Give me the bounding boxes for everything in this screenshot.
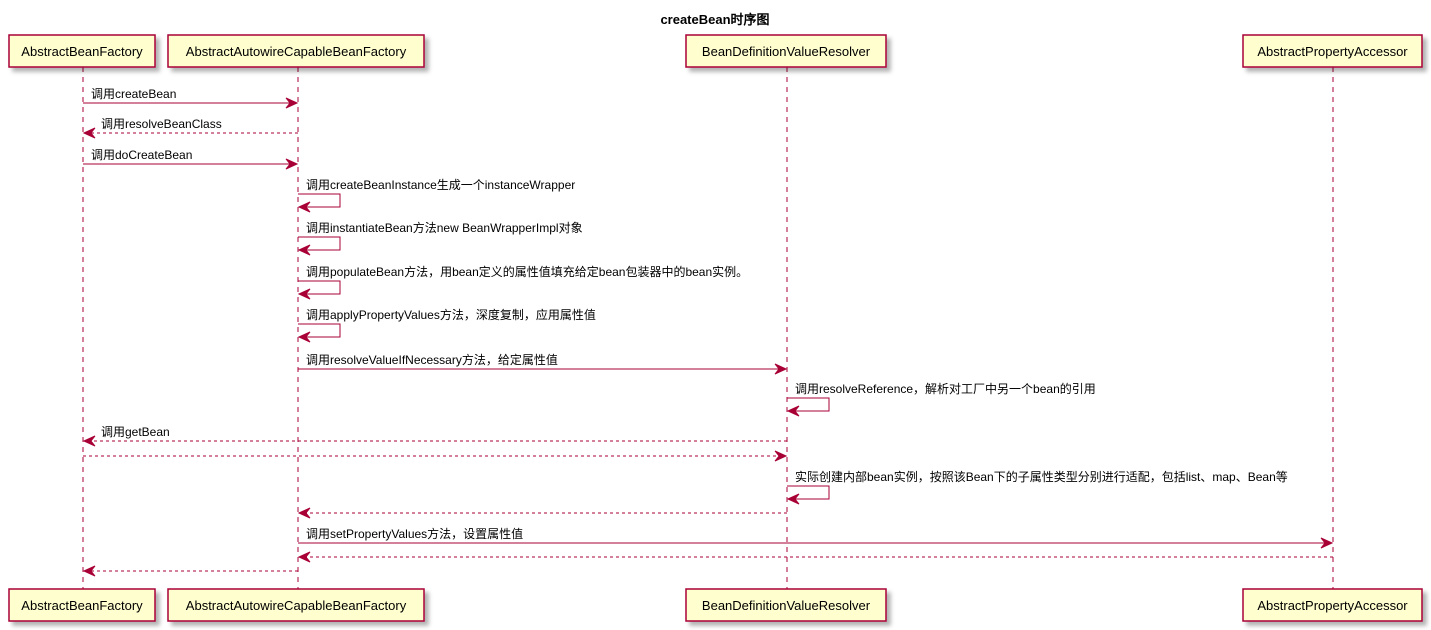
participant-name: AbstractBeanFactory [21, 44, 143, 59]
participant-rect [8, 588, 156, 622]
participant-box: AbstractAutowireCapableBeanFactory [167, 588, 425, 622]
message: 调用createBeanInstance生成一个instanceWrapper [297, 178, 575, 213]
message: 调用doCreateBean [83, 148, 299, 170]
message-label: 调用resolveBeanClass [101, 117, 222, 131]
arrow-head [297, 201, 311, 213]
participant-box: BeanDefinitionValueResolver [685, 34, 887, 68]
participant-name: AbstractPropertyAccessor [1257, 598, 1408, 613]
participant-rect [167, 34, 425, 68]
arrow-head [297, 551, 311, 563]
participant-box: AbstractPropertyAccessor [1242, 588, 1423, 622]
participant-rect [1242, 34, 1423, 68]
participant-rect [685, 34, 887, 68]
message-label: 调用applyPropertyValues方法，深度复制，应用属性值 [306, 307, 596, 322]
message [82, 565, 298, 577]
arrow-head [1320, 537, 1334, 549]
message-label: 调用doCreateBean [91, 148, 192, 162]
participant-name: AbstractAutowireCapableBeanFactory [186, 598, 407, 613]
message-label: 调用instantiateBean方法new BeanWrapperImpl对象 [306, 220, 583, 235]
participant-rect [1242, 588, 1423, 622]
arrow-head [774, 363, 788, 375]
participant-name: AbstractBeanFactory [21, 598, 143, 613]
self-message-line [298, 193, 341, 208]
message: 调用resolveReference，解析对工厂中另一个bean的引用 [786, 381, 1096, 417]
participant-box: BeanDefinitionValueResolver [685, 588, 887, 622]
message [297, 507, 787, 519]
participant-name: AbstractAutowireCapableBeanFactory [186, 44, 407, 59]
message: 调用resolveBeanClass [82, 117, 298, 139]
message-label: 调用createBean [91, 87, 176, 101]
participant-name: BeanDefinitionValueResolver [702, 44, 871, 59]
message-label: 调用getBean [101, 425, 170, 439]
message-label: 调用createBeanInstance生成一个instanceWrapper [306, 178, 575, 192]
message: 调用getBean [82, 425, 787, 447]
arrow-head [297, 331, 311, 343]
message-label: 调用populateBean方法，用bean定义的属性值填充给定bean包装器中… [306, 264, 748, 279]
self-message-line [298, 236, 341, 251]
participant-name: BeanDefinitionValueResolver [702, 598, 871, 613]
participant-box: AbstractBeanFactory [8, 588, 156, 622]
message: 调用setPropertyValues方法，设置属性值 [298, 526, 1334, 549]
message-label: 调用resolveReference，解析对工厂中另一个bean的引用 [795, 381, 1096, 396]
self-message-line [298, 323, 341, 338]
message: 调用populateBean方法，用bean定义的属性值填充给定bean包装器中… [297, 264, 748, 300]
arrow-head [285, 158, 299, 170]
participant-box: AbstractBeanFactory [8, 34, 156, 68]
message-label: 调用resolveValueIfNecessary方法，给定属性值 [306, 352, 558, 367]
message-label: 调用setPropertyValues方法，设置属性值 [306, 526, 523, 541]
participant-box: AbstractPropertyAccessor [1242, 34, 1423, 68]
participant-rect [685, 588, 887, 622]
message-label: 实际创建内部bean实例，按照该Bean下的子属性类型分别进行适配，包括list… [795, 469, 1288, 484]
arrow-head [297, 244, 311, 256]
self-message-line [787, 485, 830, 500]
participant-box: AbstractAutowireCapableBeanFactory [167, 34, 425, 68]
arrow-head [786, 493, 800, 505]
participant-rect [8, 34, 156, 68]
message: 调用applyPropertyValues方法，深度复制，应用属性值 [297, 307, 596, 343]
message: 调用instantiateBean方法new BeanWrapperImpl对象 [297, 220, 583, 256]
arrow-head [786, 405, 800, 417]
message: 调用resolveValueIfNecessary方法，给定属性值 [298, 352, 788, 375]
arrow-head [82, 435, 96, 447]
message: 实际创建内部bean实例，按照该Bean下的子属性类型分别进行适配，包括list… [786, 469, 1288, 505]
participant-rect [167, 588, 425, 622]
diagram-title: createBean时序图 [660, 12, 769, 27]
arrow-head [297, 507, 311, 519]
self-message-line [298, 280, 341, 295]
arrow-head [285, 97, 299, 109]
arrow-head [82, 127, 96, 139]
message: 调用createBean [83, 87, 299, 109]
arrow-head [297, 288, 311, 300]
arrow-head [82, 565, 96, 577]
arrow-head [774, 450, 788, 462]
self-message-line [787, 397, 830, 412]
message [297, 551, 1333, 563]
participant-name: AbstractPropertyAccessor [1257, 44, 1408, 59]
message [83, 450, 788, 462]
